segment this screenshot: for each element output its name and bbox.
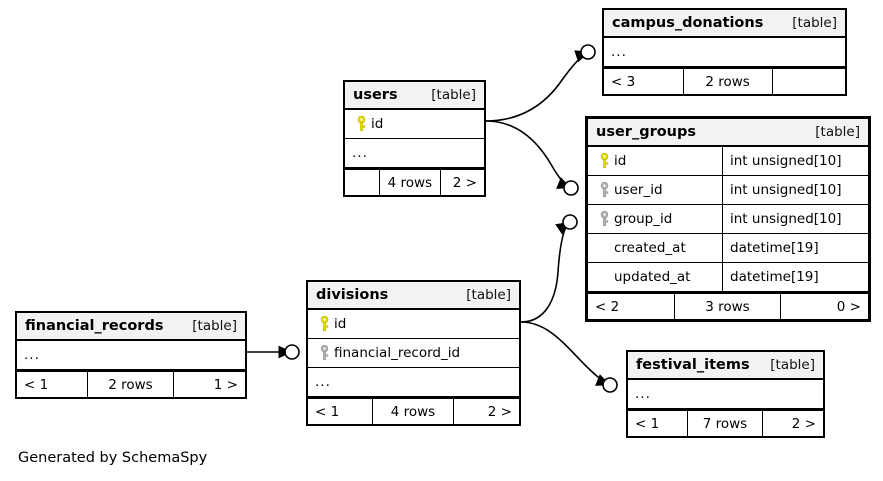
footer-left: < 1: [17, 372, 88, 397]
column-id: id: [588, 153, 722, 169]
edge-financial_records-divisions: [247, 344, 300, 360]
table-tag: [table]: [792, 15, 837, 31]
table-footer: < 1 4 rows 2 >: [308, 397, 519, 424]
column-created_at: created_at: [588, 240, 722, 256]
table-tag: [table]: [770, 357, 815, 373]
footer-right: 0 >: [836, 298, 861, 315]
footer-rows: 4 rows: [380, 170, 441, 195]
column-group_id: group_id: [588, 211, 722, 227]
footer-rows: 4 rows: [373, 399, 454, 424]
column-id: id: [345, 116, 484, 132]
primary-key-icon: [315, 316, 334, 332]
column-type: int unsigned[10]: [722, 147, 868, 175]
column-label: id: [334, 316, 347, 332]
table-row: ...: [17, 341, 245, 370]
table-user_groups[interactable]: user_groups [table] id int unsigned[10]: [585, 116, 871, 322]
table-header: users [table]: [345, 82, 484, 110]
column-label: user_id: [614, 182, 663, 198]
table-header: divisions [table]: [308, 282, 519, 310]
column-label: created_at: [614, 240, 686, 256]
table-row: id: [308, 310, 519, 339]
column-user_id: user_id: [588, 182, 722, 198]
table-campus_donations[interactable]: campus_donations [table] ... < 3 2 rows: [602, 8, 847, 96]
generated-by-caption: Generated by SchemaSpy: [18, 450, 208, 466]
table-name: festival_items: [636, 357, 750, 373]
table-tag: [table]: [815, 124, 860, 140]
column-id: id: [308, 316, 519, 332]
column-type: int unsigned[10]: [722, 176, 868, 204]
table-users[interactable]: users [table] id ... 4 rows: [343, 80, 486, 197]
table-row: id int unsigned[10]: [588, 147, 868, 176]
edge-users-campus_donations: [485, 44, 596, 122]
table-row: id: [345, 110, 484, 139]
ellipsis-row: ...: [24, 347, 40, 363]
table-row: ...: [628, 380, 823, 409]
table-name: user_groups: [596, 124, 697, 140]
table-name: financial_records: [25, 318, 164, 334]
table-row: ...: [308, 368, 519, 397]
footer-rows: 7 rows: [688, 411, 763, 436]
table-row: updated_at datetime[19]: [588, 263, 868, 292]
column-type: datetime[19]: [722, 234, 868, 262]
column-label: updated_at: [614, 269, 691, 285]
primary-key-icon: [595, 153, 614, 169]
foreign-key-icon: [315, 345, 334, 361]
footer-left: < 1: [628, 411, 689, 436]
table-header: user_groups [table]: [588, 119, 868, 147]
footer-left: < 3: [604, 69, 684, 94]
ellipsis-row: ...: [315, 374, 331, 390]
ellipsis-row: ...: [352, 145, 368, 161]
table-row: user_id int unsigned[10]: [588, 176, 868, 205]
table-header: festival_items [table]: [628, 352, 823, 380]
column-type: int unsigned[10]: [722, 205, 868, 233]
table-tag: [table]: [466, 287, 511, 303]
table-tag: [table]: [431, 87, 476, 103]
footer-left: [345, 170, 380, 195]
table-header: campus_donations [table]: [604, 10, 845, 38]
table-row: created_at datetime[19]: [588, 234, 868, 263]
footer-rows: 2 rows: [88, 372, 175, 397]
ellipsis-row: ...: [611, 44, 627, 60]
table-row: ...: [345, 139, 484, 168]
table-row: financial_record_id: [308, 339, 519, 368]
column-label: group_id: [614, 211, 673, 227]
footer-right: 2 >: [791, 415, 816, 432]
footer-rows: 3 rows: [675, 294, 782, 319]
column-label: financial_record_id: [334, 345, 461, 361]
table-footer: < 1 7 rows 2 >: [628, 409, 823, 436]
foreign-key-icon: [595, 182, 614, 198]
table-divisions[interactable]: divisions [table] id: [306, 280, 521, 426]
table-name: divisions: [316, 287, 389, 303]
table-header: financial_records [table]: [17, 313, 245, 341]
footer-right: [773, 69, 845, 94]
table-financial_records[interactable]: financial_records [table] ... < 1 2 rows…: [15, 311, 247, 399]
column-label: id: [371, 116, 384, 132]
primary-key-icon: [352, 116, 371, 132]
table-name: users: [353, 87, 398, 103]
edge-divisions-user_groups: [520, 214, 578, 323]
table-footer: < 2 3 rows 0 >: [588, 292, 868, 319]
table-row: group_id int unsigned[10]: [588, 205, 868, 234]
footer-right: 2 >: [452, 174, 477, 191]
table-festival_items[interactable]: festival_items [table] ... < 1 7 rows 2 …: [626, 350, 825, 438]
ellipsis-row: ...: [635, 386, 651, 402]
table-footer: < 1 2 rows 1 >: [17, 370, 245, 397]
edge-users-user_groups: [485, 120, 579, 196]
foreign-key-icon: [595, 211, 614, 227]
column-financial_record_id: financial_record_id: [308, 345, 519, 361]
footer-right: 1 >: [213, 376, 238, 393]
table-row: ...: [604, 38, 845, 67]
column-type: datetime[19]: [722, 263, 868, 291]
column-updated_at: updated_at: [588, 269, 722, 285]
column-label: id: [614, 153, 627, 169]
table-name: campus_donations: [612, 15, 764, 31]
footer-right: 2 >: [487, 403, 512, 420]
table-footer: < 3 2 rows: [604, 67, 845, 94]
table-footer: 4 rows 2 >: [345, 168, 484, 195]
footer-rows: 2 rows: [684, 69, 773, 94]
table-tag: [table]: [192, 318, 237, 334]
footer-left: < 1: [308, 399, 374, 424]
edge-divisions-festival_items: [520, 321, 618, 393]
footer-left: < 2: [588, 294, 675, 319]
